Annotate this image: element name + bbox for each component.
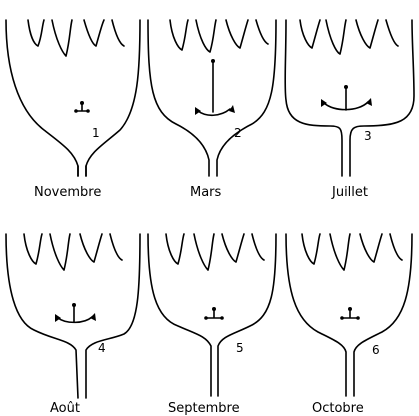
panel-number: 4: [98, 341, 106, 355]
panel-2: 2 Mars: [148, 20, 276, 200]
branches: [170, 20, 268, 52]
branches: [302, 234, 402, 270]
month-label: Novembre: [34, 185, 101, 200]
branches: [24, 234, 122, 270]
month-label: Août: [50, 401, 80, 416]
growth-point-icon: [74, 101, 90, 113]
month-label: Septembre: [168, 401, 240, 416]
shoot-arrow-icon: [55, 303, 96, 322]
panel-number: 2: [234, 126, 242, 140]
branches: [28, 20, 124, 56]
branches: [166, 234, 264, 270]
panel-1: 1 Novembre: [6, 20, 140, 200]
outline: [6, 20, 140, 176]
outline: [148, 234, 276, 396]
panel-number: 3: [364, 129, 372, 143]
panel-number: 1: [92, 126, 100, 140]
panel-4: 4 Août: [6, 234, 140, 416]
month-label: Mars: [190, 185, 222, 200]
month-label: Octobre: [312, 401, 364, 416]
growth-point-icon: [340, 307, 360, 320]
shoot-arrow-icon: [195, 59, 235, 115]
panel-6: 6 Octobre: [286, 234, 412, 416]
growth-point-icon: [204, 307, 224, 320]
panel-number: 5: [236, 341, 244, 355]
outline: [286, 234, 412, 396]
stem: [78, 166, 86, 176]
branches: [300, 20, 398, 54]
panel-5: 5 Septembre: [148, 234, 276, 416]
shoot-arrow-icon: [321, 85, 372, 110]
panel-number: 6: [372, 343, 380, 357]
month-label: Juillet: [331, 185, 368, 200]
panel-3: 3 Juillet: [285, 20, 414, 200]
